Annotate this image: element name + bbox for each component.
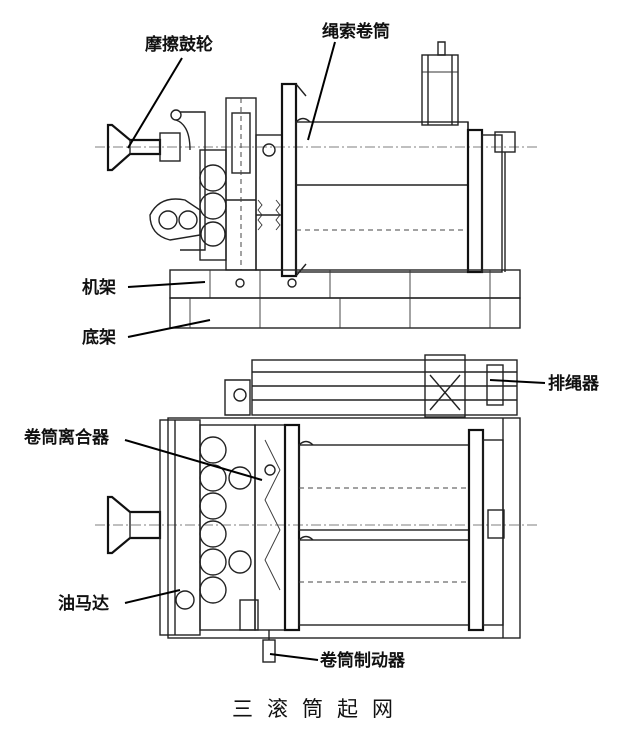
leader-lines [124, 41, 546, 661]
label-frame: 机架 [82, 277, 116, 298]
friction-drum-shape [106, 123, 181, 172]
label-base: 底架 [82, 327, 116, 348]
label-rope-drum: 绳索卷筒 [322, 21, 390, 42]
label-drum-brake: 卷筒制动器 [319, 650, 406, 671]
label-rope-guide: 排绳器 [548, 373, 600, 394]
plan-view [95, 354, 540, 663]
label-drum-clutch: 卷筒离合器 [23, 427, 110, 448]
figure-caption: 三滚筒起网 [232, 697, 407, 721]
label-oil-motor: 油马达 [58, 593, 109, 614]
label-friction-drum: 摩擦鼓轮 [145, 34, 213, 55]
side-elevation-view [95, 41, 540, 329]
